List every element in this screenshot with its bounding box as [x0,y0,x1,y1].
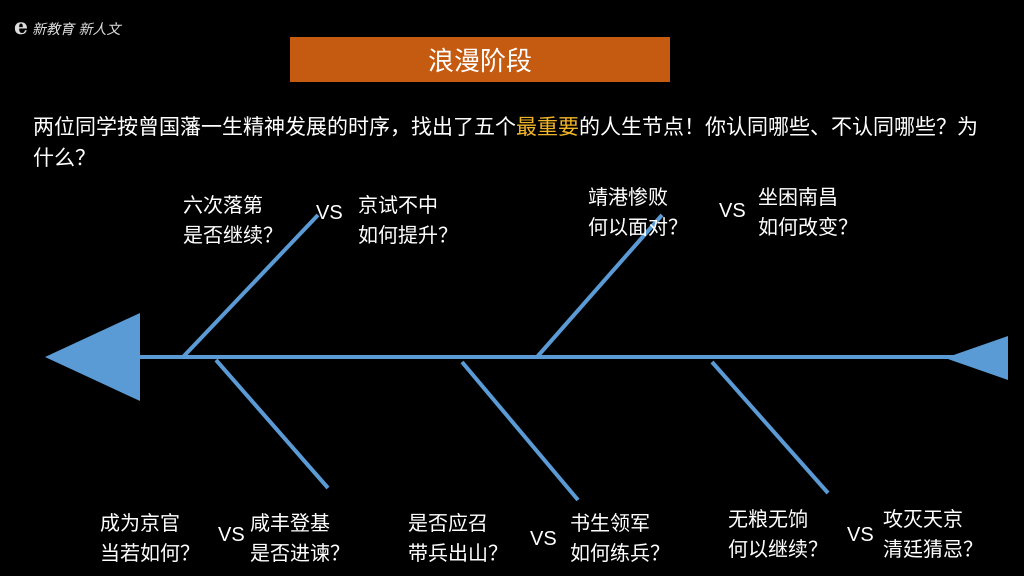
node-b: 攻灭天京清廷猜忌？ [883,507,983,561]
vs-label: VS [719,200,746,222]
question-text: 两位同学按曾国藩一生精神发展的时序，找出了五个最重要的人生节点！你认同哪些、不认… [33,112,993,174]
node-a: 是否应召带兵出山？ [408,511,508,565]
branch-line [710,360,830,495]
logo-icon: e [14,14,28,40]
node-a: 成为京官当若如何？ [100,511,200,565]
question-highlight: 最重要 [516,115,579,139]
vs-label: VS [847,524,874,546]
question-part: 的人生节点！你认同哪些、不认同哪些？为什么？ [33,115,978,170]
node-b: 咸丰登基是否进谏？ [250,511,350,565]
fish-tail-arrow [945,336,1008,380]
node-b: 书生领军如何练兵？ [570,511,670,565]
branch-line [535,213,664,359]
node-a: 无粮无饷何以继续？ [728,507,828,561]
logo-text: 新教育 新人文 [32,22,121,38]
vs-label: VS [218,524,245,546]
branch-line [460,360,580,502]
branch-line [214,358,330,490]
branch-line [181,213,320,359]
question-part: 两位同学按曾国藩一生精神发展的时序，找出了五个 [33,115,516,139]
node-b: 坐困南昌如何改变？ [758,185,858,239]
slide-title: 浪漫阶段 [290,37,670,82]
vs-label: VS [316,202,343,224]
vs-label: VS [530,528,557,550]
fish-head-arrow [45,313,140,401]
node-a: 六次落第是否继续？ [183,193,283,247]
node-b: 京试不中如何提升？ [358,193,458,247]
node-a: 靖港惨败何以面对？ [588,185,688,239]
